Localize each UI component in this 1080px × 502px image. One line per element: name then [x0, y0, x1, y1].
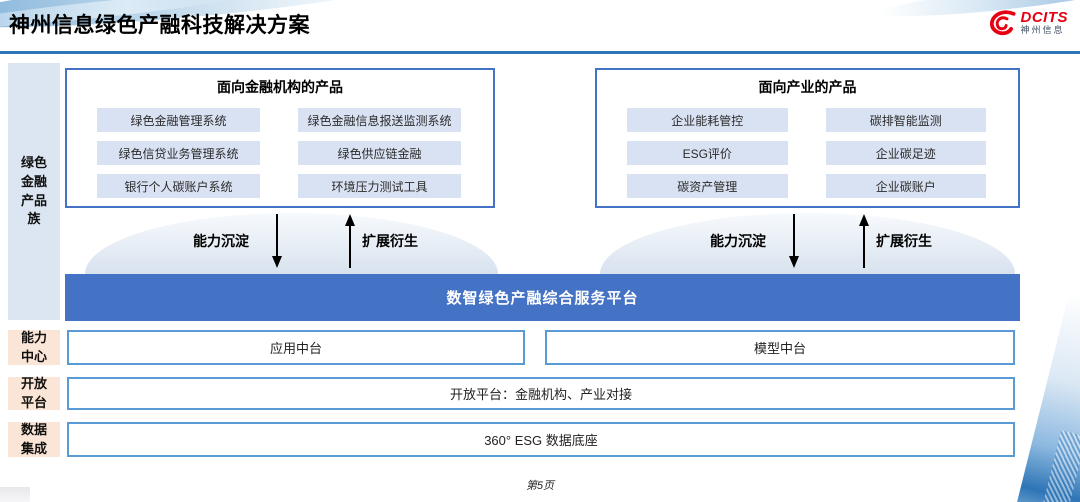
product-item: 银行个人碳账户系统	[97, 174, 260, 198]
sidebar-label-data-integration: 数据集成	[8, 422, 60, 457]
product-item: 环境压力测试工具	[298, 174, 461, 198]
arrow-down-icon	[789, 214, 799, 268]
sidebar-label-text: 数据集成	[20, 421, 47, 456]
logo-brand-chinese-text: 神州信息	[1020, 25, 1065, 36]
arrow-up-icon	[859, 214, 869, 268]
product-group-title: 面向产业的产品	[758, 79, 857, 95]
esg-data-base-box: 360° ESG 数据底座	[67, 422, 1015, 457]
platform-bar: 数智绿色产融综合服务平台	[65, 274, 1020, 321]
logo-brand-text: DCITS	[1020, 9, 1068, 27]
product-group-industry: 面向产业的产品 企业能耗管控 碳排智能监测 ESG评价 企业碳足迹 碳资产管理 …	[595, 68, 1020, 208]
product-group-title: 面向金融机构的产品	[217, 79, 343, 95]
flow-label-capability-deposit: 能力沉淀	[193, 233, 249, 249]
arrow-down-icon	[272, 214, 282, 268]
page-title: 神州信息绿色产融科技解决方案	[9, 14, 310, 37]
arrow-up-icon	[345, 214, 355, 268]
model-middle-platform-box: 模型中台	[545, 330, 1015, 365]
application-middle-platform-box: 应用中台	[67, 330, 525, 365]
product-item: 企业碳足迹	[825, 141, 986, 165]
product-grid: 企业能耗管控 碳排智能监测 ESG评价 企业碳足迹 碳资产管理 企业碳账户	[597, 97, 1018, 198]
sidebar-label-open-platform: 开放平台	[8, 375, 60, 410]
product-item: 碳排智能监测	[825, 108, 986, 132]
flow-label-expansion-derivation: 扩展衍生	[876, 233, 932, 249]
product-item: 碳资产管理	[627, 174, 788, 198]
sidebar-label-text: 能力中心	[20, 329, 47, 364]
page-number: 第5页	[525, 480, 555, 492]
dcits-logo: DCITS 神州信息	[987, 8, 1069, 38]
product-item: 企业碳账户	[825, 174, 986, 198]
product-grid: 绿色金融管理系统 绿色金融信息报送监测系统 绿色信贷业务管理系统 绿色供应链金融…	[67, 97, 493, 198]
title-underline	[0, 51, 1080, 54]
open-platform-box: 开放平台：金融机构、产业对接	[67, 377, 1015, 410]
dome-decoration	[85, 213, 498, 274]
product-item: ESG评价	[627, 141, 788, 165]
product-item: 绿色信贷业务管理系统	[97, 141, 260, 165]
sidebar-label-text: 绿色金融产品族	[20, 154, 47, 227]
product-item: 绿色金融信息报送监测系统	[298, 108, 461, 132]
dcits-swirl-icon	[989, 10, 1016, 36]
flow-label-expansion-derivation: 扩展衍生	[362, 233, 418, 249]
sidebar-label-capability-center: 能力中心	[8, 330, 60, 365]
product-item: 绿色供应链金融	[298, 141, 461, 165]
sidebar-label-green-finance-product-family: 绿色金融产品族	[8, 63, 60, 320]
dome-decoration	[600, 213, 1015, 274]
product-group-financial-institutions: 面向金融机构的产品 绿色金融管理系统 绿色金融信息报送监测系统 绿色信贷业务管理…	[65, 68, 495, 208]
flow-label-capability-deposit: 能力沉淀	[710, 233, 766, 249]
bottom-left-gray-decoration	[0, 487, 30, 502]
sidebar-label-text: 开放平台	[20, 375, 47, 410]
product-item: 绿色金融管理系统	[97, 108, 260, 132]
product-item: 企业能耗管控	[627, 108, 788, 132]
